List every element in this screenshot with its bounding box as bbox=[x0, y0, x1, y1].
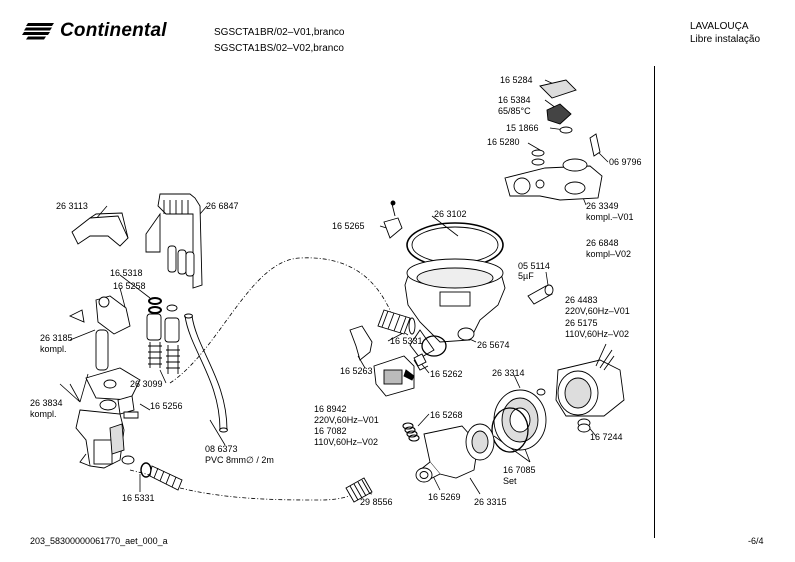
part-capacitor-icon bbox=[527, 284, 554, 305]
label-part-086373: 08 6373 bbox=[205, 444, 238, 454]
label-part-263113: 26 3113 bbox=[56, 201, 88, 211]
label-part-265175-spec: 110V,60Hz–V02 bbox=[565, 329, 630, 339]
label-part-167082: 16 7082 bbox=[314, 426, 347, 436]
label-part-165331-upper: 16 5331 bbox=[390, 336, 423, 346]
part-impeller-housing-icon bbox=[415, 423, 495, 483]
label-part-167082-spec: 110V,60Hz–V02 bbox=[314, 437, 379, 447]
brand-logo: Continental bbox=[22, 20, 167, 42]
label-part-263099: 26 3099 bbox=[130, 379, 163, 389]
label-part-263102: 26 3102 bbox=[434, 209, 467, 219]
part-seal-icon bbox=[146, 297, 180, 374]
part-bracket-icon bbox=[145, 193, 203, 289]
part-thermostat-icon bbox=[504, 79, 603, 201]
part-coupling-icon bbox=[377, 309, 416, 335]
label-part-165262: 16 5262 bbox=[430, 369, 463, 379]
label-part-263315: 26 3315 bbox=[474, 497, 507, 507]
label-part-165384-spec: 65/85°C bbox=[498, 106, 531, 116]
label-part-165265: 16 5265 bbox=[332, 221, 365, 231]
column-divider bbox=[654, 66, 655, 538]
category-line-2: Libre instalação bbox=[690, 34, 761, 45]
label-part-266847: 26 6847 bbox=[206, 201, 239, 211]
label-part-165258: 16 5258 bbox=[113, 281, 146, 291]
label-part-266848-note: kompl–V02 bbox=[586, 249, 632, 259]
label-part-165256: 16 5256 bbox=[150, 401, 183, 411]
label-part-165263: 16 5263 bbox=[340, 366, 373, 376]
label-part-264483: 26 4483 bbox=[565, 295, 598, 305]
label-part-263185: 26 3185 bbox=[40, 333, 73, 343]
label-part-165284: 16 5284 bbox=[500, 75, 533, 85]
part-valve-icon bbox=[68, 295, 141, 401]
doc-id: 203_58300000061770_aet_000_a bbox=[30, 536, 168, 546]
label-part-263349: 26 3349 bbox=[586, 201, 619, 211]
part-motor-icon bbox=[349, 325, 429, 397]
label-part-168942: 16 8942 bbox=[314, 404, 347, 414]
part-hose-icon bbox=[184, 313, 228, 433]
category-line-1: LAVALOUÇA bbox=[690, 21, 749, 32]
model-line-2: SGSCTA1BS/02–V02,branco bbox=[214, 43, 344, 54]
label-part-086373-spec: PVC 8mm∅ / 2m bbox=[205, 455, 274, 465]
part-cover-icon bbox=[71, 212, 129, 247]
label-part-264483-spec: 220V,60Hz–V01 bbox=[565, 306, 630, 316]
label-part-265674: 26 5674 bbox=[477, 340, 510, 350]
part-corrugated-hose-icon bbox=[140, 462, 183, 491]
label-part-165318: 16 5318 bbox=[110, 268, 143, 278]
part-circulation-motor-icon bbox=[536, 343, 625, 433]
part-small-icon bbox=[99, 395, 139, 419]
label-part-055114-spec: 5µF bbox=[518, 271, 534, 281]
label-part-165269: 16 5269 bbox=[428, 492, 461, 502]
label-part-263314: 26 3314 bbox=[492, 368, 525, 378]
part-bellows-icon bbox=[345, 477, 373, 503]
label-part-165280: 16 5280 bbox=[487, 137, 520, 147]
continental-logo-icon bbox=[22, 23, 54, 40]
part-pump-body-icon bbox=[75, 409, 135, 469]
label-part-055114: 05 5114 bbox=[518, 261, 550, 271]
label-part-167085: 16 7085 bbox=[503, 465, 536, 475]
label-part-165384: 16 5384 bbox=[498, 95, 531, 105]
label-part-265175: 26 5175 bbox=[565, 318, 598, 328]
label-part-168942-spec: 220V,60Hz–V01 bbox=[314, 415, 379, 425]
label-part-167244: 16 7244 bbox=[590, 432, 623, 442]
part-clip-small-icon bbox=[413, 353, 427, 367]
label-part-069796: 06 9796 bbox=[609, 157, 642, 167]
label-part-298556: 29 8556 bbox=[360, 497, 393, 507]
label-part-263185-note: kompl. bbox=[40, 344, 67, 354]
model-line-1: SGSCTA1BR/02–V01,branco bbox=[214, 27, 345, 38]
label-part-167085-note: Set bbox=[503, 476, 517, 486]
label-part-263834-note: kompl. bbox=[30, 409, 57, 419]
part-clip-icon bbox=[383, 200, 403, 239]
part-sump-icon bbox=[404, 222, 506, 359]
label-part-151866: 15 1866 bbox=[506, 123, 539, 133]
label-part-165331-lower: 16 5331 bbox=[122, 493, 155, 503]
label-part-263834: 26 3834 bbox=[30, 398, 63, 408]
label-part-165268: 16 5268 bbox=[430, 410, 463, 420]
part-spring-icon bbox=[402, 422, 420, 442]
part-pump-housing-icon bbox=[491, 389, 547, 453]
label-part-266848: 26 6848 bbox=[586, 238, 619, 248]
brand-name: Continental bbox=[60, 20, 167, 41]
page-number: -6/4 bbox=[748, 536, 764, 546]
label-part-263349-note: kompl.–V01 bbox=[586, 212, 634, 222]
